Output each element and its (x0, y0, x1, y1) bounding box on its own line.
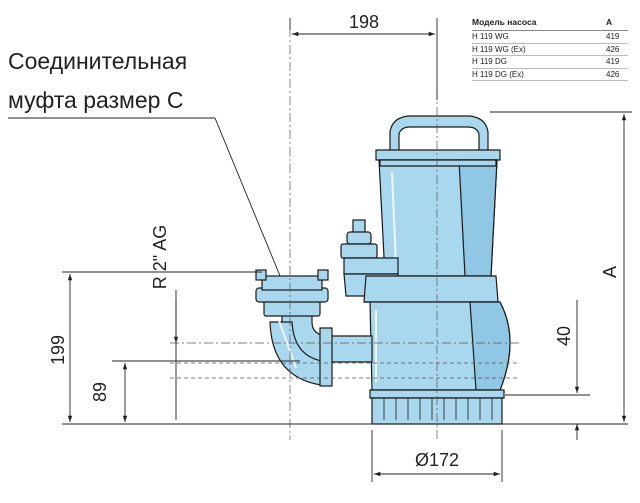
dim-40-label: 40 (554, 326, 574, 346)
table-cell-a: 419 (606, 30, 628, 44)
callout-line-1: Соединительная (8, 48, 187, 74)
table-cell-model: H 119 DG (472, 55, 606, 69)
motor-housing (375, 149, 501, 277)
table-cell-a: 426 (606, 43, 628, 56)
dim-diameter-label: Ø172 (415, 450, 459, 470)
table-row: H 119 DG 419 (472, 55, 628, 69)
dim-89-label: 89 (90, 382, 110, 402)
table-row: H 119 WG (Ex) 426 (472, 43, 628, 56)
dim-199-label: 199 (48, 335, 68, 365)
table-header-row: Модель насоса A (472, 15, 628, 31)
table-row: H 119 DG (Ex) 426 (472, 68, 628, 81)
callout-leader (214, 117, 286, 289)
pump-model-table: Модель насоса A H 119 WG 419 H 119 WG (E… (472, 15, 628, 81)
dim-198-label: 198 (349, 12, 379, 32)
table-cell-model: H 119 DG (Ex) (472, 68, 606, 81)
table-cell-model: H 119 WG (Ex) (472, 43, 606, 56)
dim-a-label: A (600, 266, 620, 278)
dim-thread-label: R 2" AG (150, 225, 170, 289)
table-row: H 119 WG 419 (472, 30, 628, 44)
strainer-base (369, 389, 505, 425)
table-cell-a: 419 (606, 55, 628, 69)
discharge-pipe (255, 269, 373, 387)
table-header-model: Модель насоса (472, 15, 606, 31)
table-cell-model: H 119 WG (472, 30, 606, 44)
callout-line-2: муфта размер С (8, 87, 183, 113)
table-header-a: A (606, 15, 628, 31)
table-cell-a: 426 (606, 68, 628, 81)
